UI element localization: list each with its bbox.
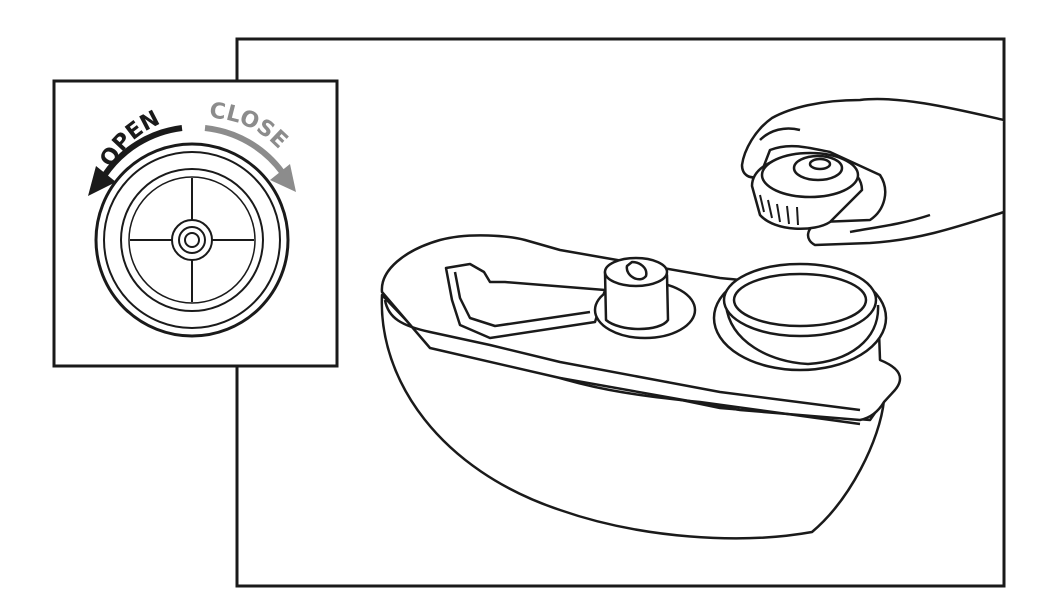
close-arrowhead bbox=[270, 164, 296, 192]
hand-with-cap bbox=[740, 97, 1006, 247]
cap-center bbox=[808, 157, 832, 171]
tank-inner-rim bbox=[383, 299, 861, 412]
water-tank bbox=[380, 234, 902, 540]
close-arrow bbox=[204, 125, 285, 174]
open-arrow bbox=[101, 125, 183, 178]
cap-grip-ridges bbox=[759, 194, 799, 226]
open-arrowhead bbox=[88, 166, 116, 196]
hand bbox=[740, 97, 1006, 247]
tank-bowl bbox=[380, 293, 886, 540]
rotation-inset: OPEN CLOSE bbox=[52, 79, 339, 368]
hand-finger-line bbox=[849, 213, 931, 234]
fill-channel-inner bbox=[453, 271, 591, 328]
filler-collar bbox=[724, 304, 880, 366]
tank-lip bbox=[559, 376, 861, 426]
cap-top-view bbox=[94, 142, 290, 338]
filler-opening-thread bbox=[732, 272, 868, 328]
post-key bbox=[625, 260, 648, 281]
hand-thumb-crease bbox=[759, 127, 801, 141]
